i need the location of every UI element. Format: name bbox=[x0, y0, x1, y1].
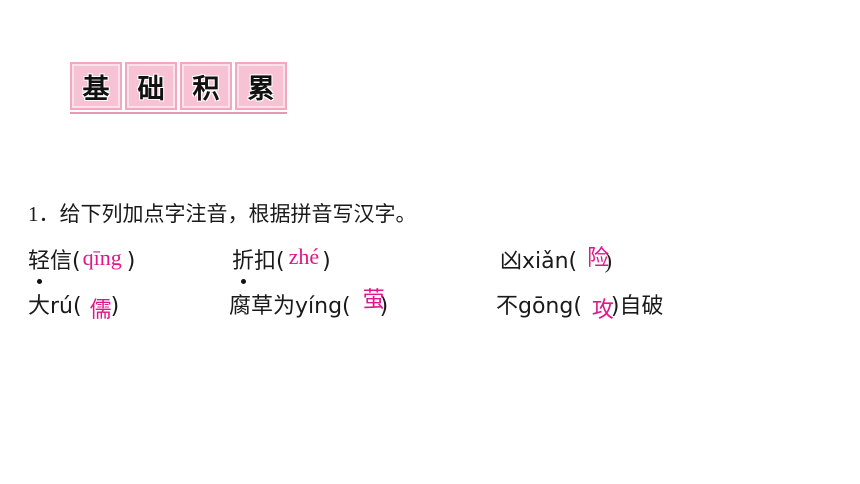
answer-hanzi: 萤 bbox=[362, 288, 385, 313]
question-text: 给下列加点字注音，根据拼音写汉字。 bbox=[59, 202, 417, 226]
item-prefix: 腐草为yíng( bbox=[229, 294, 351, 319]
item-suffix: ) bbox=[372, 294, 389, 319]
answer-pinyin: qīng bbox=[82, 245, 122, 270]
answer-hanzi: 儒 bbox=[89, 298, 112, 323]
item-prefix: 凶xiǎn( bbox=[500, 249, 578, 274]
item-xian: 凶xiǎn( 险 ) bbox=[500, 243, 612, 275]
banner-char: 础 bbox=[125, 62, 177, 110]
answer-hanzi: 攻 bbox=[591, 298, 614, 323]
banner-char: 基 bbox=[70, 62, 122, 110]
item-suffix: ) bbox=[103, 294, 120, 319]
item-prefix: 不gōng( bbox=[496, 294, 582, 319]
item-qing: 轻信(qīng ) bbox=[28, 243, 136, 284]
item-suffix: ) bbox=[599, 248, 612, 273]
item-suffix: )自破 bbox=[603, 294, 664, 319]
item-prefix: 扣( bbox=[254, 249, 285, 274]
item-ying: 腐草为yíng( 萤 ) bbox=[229, 288, 388, 320]
item-gong: 不gōng( 攻 )自破 bbox=[496, 288, 664, 323]
banner-char: 积 bbox=[180, 62, 232, 110]
answer-hanzi: 险 bbox=[587, 246, 610, 271]
item-ru: 大rú( 儒 ) bbox=[28, 288, 120, 323]
dotted-char: 轻 bbox=[28, 243, 50, 284]
question-number: 1． bbox=[28, 202, 60, 226]
item-prefix: 信( bbox=[50, 249, 81, 274]
banner-char: 累 bbox=[235, 62, 287, 110]
section-banner: 基 础 积 累 bbox=[70, 62, 287, 114]
item-zhe: 折扣(zhé ) bbox=[232, 243, 331, 284]
answer-pinyin: zhé bbox=[288, 244, 320, 269]
question-1: 1．给下列加点字注音，根据拼音写汉字。 bbox=[28, 198, 417, 228]
item-suffix: ) bbox=[315, 249, 331, 274]
item-suffix: ) bbox=[119, 249, 136, 274]
dotted-char: 折 bbox=[232, 243, 254, 284]
item-prefix: 大rú( bbox=[28, 294, 82, 319]
